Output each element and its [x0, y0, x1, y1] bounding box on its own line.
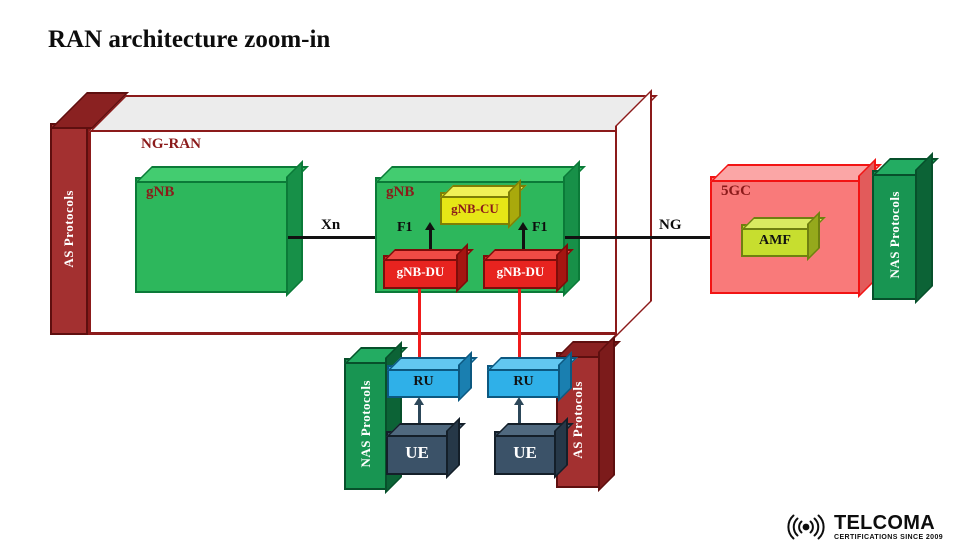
ue1-ru1-arrow — [418, 404, 421, 431]
ue2-label: UE — [513, 443, 537, 462]
gnb-du2-label: gNB-DU — [496, 264, 545, 279]
ng-label: NG — [659, 217, 682, 233]
amf-box: AMF — [741, 224, 809, 257]
as-protocols-bottom-label: AS Protocols — [570, 381, 585, 459]
ru1-label: RU — [413, 373, 434, 389]
gnb-left-label: gNB — [146, 184, 175, 200]
broadcast-icon — [787, 514, 825, 540]
ue1-label: UE — [405, 443, 429, 462]
f1-right-label: F1 — [532, 220, 548, 235]
gnb-cu-box: gNB-CU — [440, 192, 510, 225]
ue2-ru2-arrow — [518, 404, 521, 431]
gnb-du2-box: gNB-DU — [483, 255, 558, 289]
5gc-label: 5GC — [721, 183, 751, 199]
nas-protocols-bottom-label: NAS Protocols — [357, 380, 373, 468]
ng-link-line — [565, 236, 710, 239]
nas-protocols-right-label: NAS Protocols — [886, 191, 902, 279]
gnb-right-label: gNB — [386, 184, 415, 200]
du1-ru1-connector — [418, 289, 421, 367]
nas-protocols-bar-bottom: NAS Protocols — [344, 358, 387, 490]
ru2-label: RU — [513, 373, 534, 389]
amf-label: AMF — [759, 232, 791, 248]
f1-right-arrow — [522, 229, 525, 251]
du2-ru2-connector — [518, 289, 521, 367]
f1-left-arrow — [429, 229, 432, 251]
ue2-box: UE — [494, 431, 556, 475]
page-title: RAN architecture zoom-in — [48, 26, 331, 53]
telcoma-logo: TELCOMA CERTIFICATIONS SINCE 2009 — [784, 511, 943, 543]
f1-left-label: F1 — [397, 220, 413, 235]
gnb-left-box: gNB — [135, 177, 288, 293]
as-protocols-left-label: AS Protocols — [61, 190, 76, 268]
logo-tagline: CERTIFICATIONS SINCE 2009 — [834, 534, 944, 541]
ru2-box: RU — [487, 365, 560, 398]
ng-ran-label: NG-RAN — [141, 136, 201, 152]
xn-label: Xn — [321, 217, 341, 233]
gnb-cu-label: gNB-CU — [451, 200, 499, 216]
logo-brand: TELCOMA — [834, 512, 935, 534]
logo-text: TELCOMA CERTIFICATIONS SINCE 2009 — [834, 512, 944, 542]
ue1-box: UE — [386, 431, 448, 475]
as-protocols-bar-left: AS Protocols — [50, 123, 88, 335]
nas-protocols-bar-right: NAS Protocols — [872, 170, 917, 300]
gnb-du1-label: gNB-DU — [396, 264, 445, 279]
gnb-du1-box: gNB-DU — [383, 255, 458, 289]
ru1-box: RU — [387, 365, 460, 398]
xn-link-line — [288, 236, 375, 239]
